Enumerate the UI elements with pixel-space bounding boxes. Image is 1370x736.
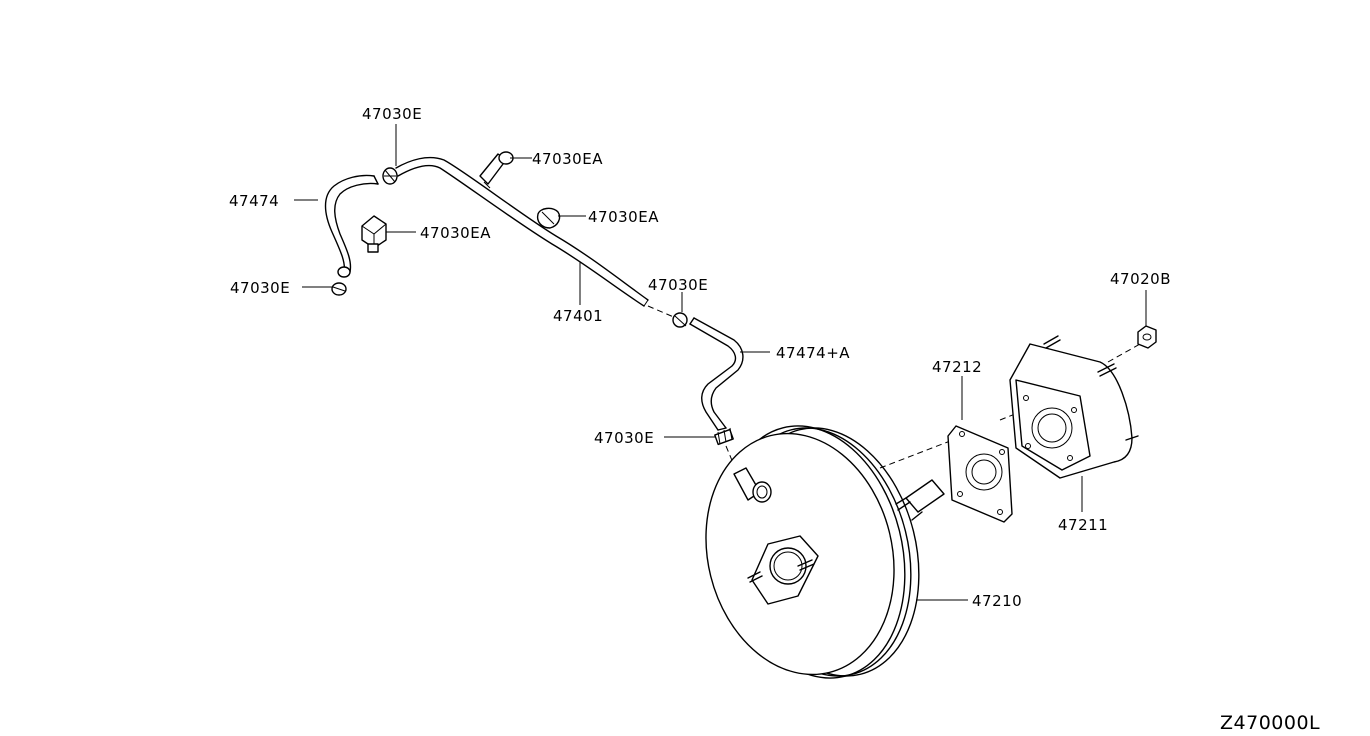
label-gasket: 47212 <box>932 358 982 376</box>
label-clip-mid: 47030EA <box>588 208 659 226</box>
label-hose-left: 47474 <box>229 192 279 210</box>
label-clamp-lower: 47030E <box>594 429 654 447</box>
clamp-left-bottom <box>331 266 351 296</box>
label-hose-right: 47474+A <box>776 344 850 362</box>
brake-booster <box>705 425 945 679</box>
clamp-lower <box>714 427 734 446</box>
dash-nut-bracket <box>1107 343 1141 363</box>
clamp-top <box>382 167 398 185</box>
hose-47474 <box>324 174 379 273</box>
diagram-code: Z470000L <box>1220 712 1320 734</box>
dash-tube-clamp <box>647 305 677 319</box>
label-tube: 47401 <box>553 307 603 325</box>
clamp-mid <box>672 312 688 328</box>
label-booster: 47210 <box>972 592 1022 610</box>
dash-booster-gasket <box>879 437 959 469</box>
label-clip-left: 47030EA <box>420 224 491 242</box>
clip-top <box>479 151 514 189</box>
label-nut: 47020B <box>1110 270 1171 288</box>
leader-lines <box>294 124 1147 601</box>
label-clamp-left-bottom: 47030E <box>230 279 290 297</box>
clip-mid <box>536 207 561 229</box>
hose-47474-a <box>689 317 744 431</box>
label-clamp-top: 47030E <box>362 105 422 123</box>
tube-47401 <box>395 156 649 307</box>
clip-left <box>361 215 387 253</box>
gasket-47212 <box>947 425 1013 523</box>
nut-47020b <box>1137 325 1157 349</box>
bracket-47211 <box>1009 335 1139 479</box>
label-clip-top: 47030EA <box>532 150 603 168</box>
label-bracket: 47211 <box>1058 516 1108 534</box>
label-clamp-mid: 47030E <box>648 276 708 294</box>
